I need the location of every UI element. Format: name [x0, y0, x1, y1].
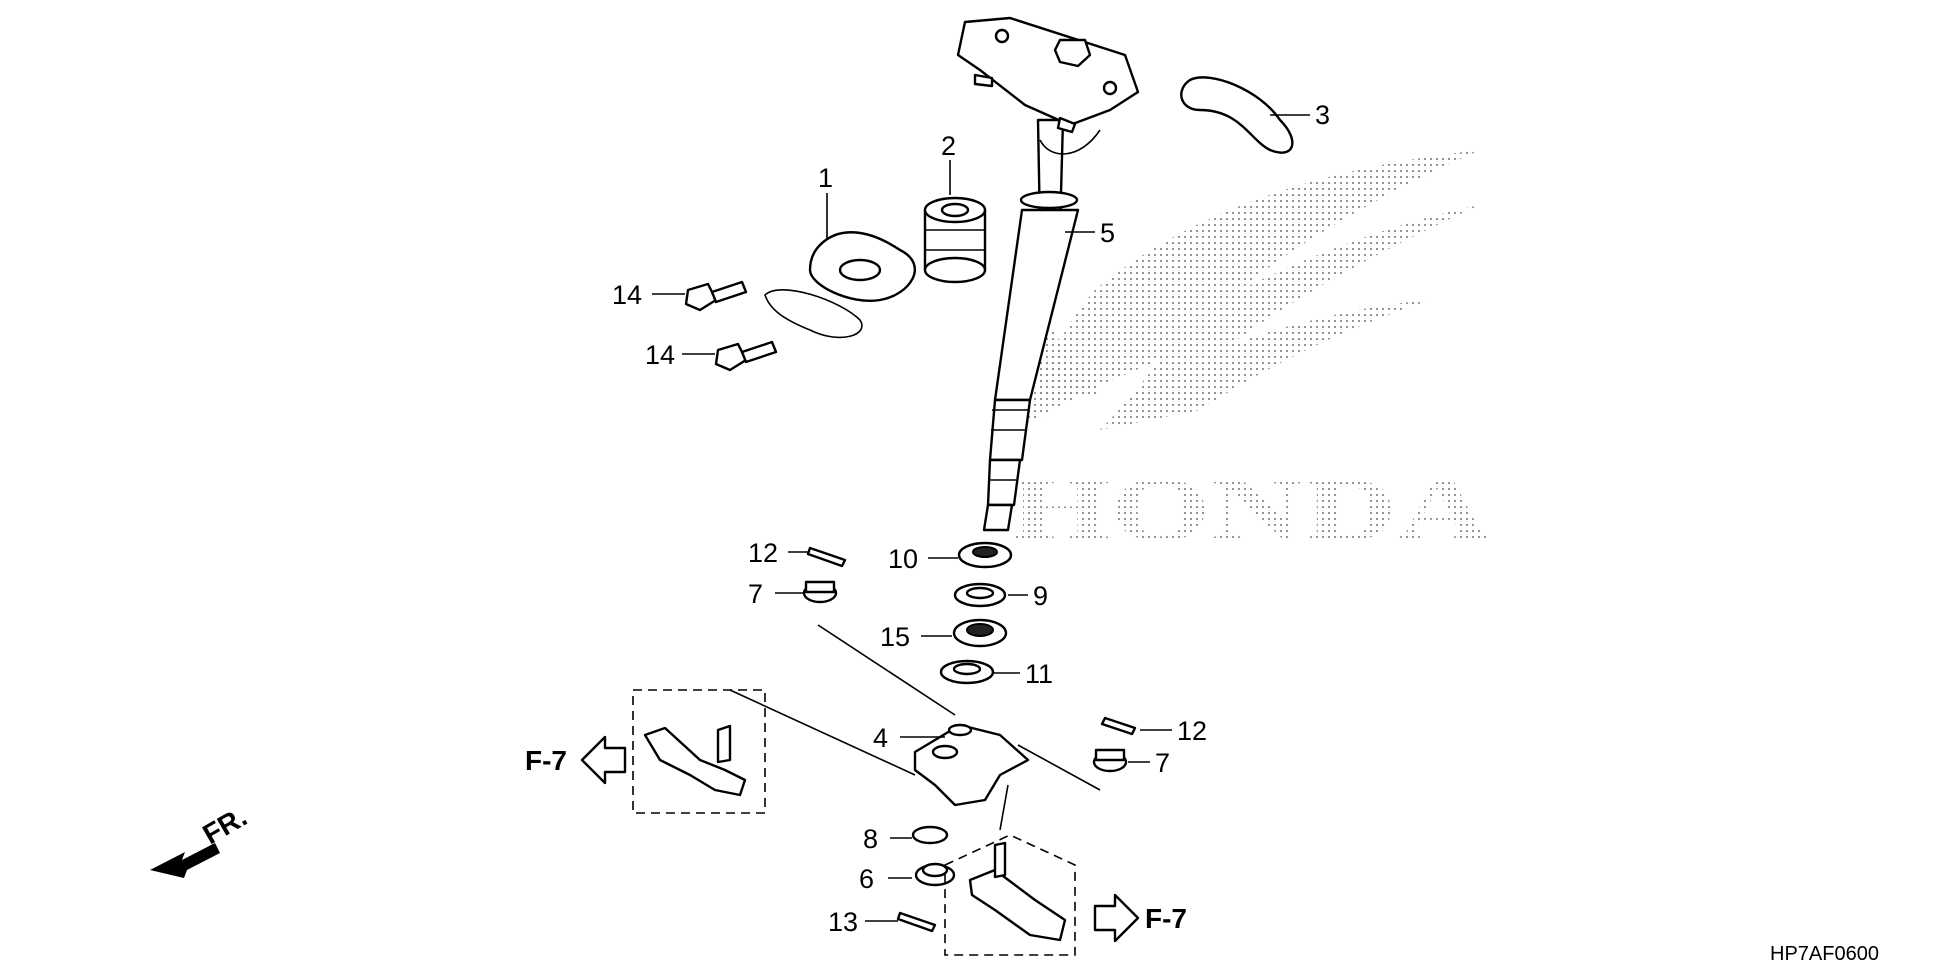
castle-nut — [802, 580, 838, 604]
assembly-lines — [729, 624, 1101, 831]
flange-nut — [914, 862, 956, 887]
callout-8: 8 — [863, 824, 878, 854]
tie-rod-end-left — [632, 689, 766, 814]
callout-12: 12 — [748, 538, 778, 568]
diagram-code: HP7AF0600 — [1770, 943, 1879, 965]
cotter-pin — [896, 911, 937, 933]
front-direction-arrow — [150, 843, 220, 878]
cotter-pin — [1100, 716, 1137, 736]
castle-nut — [1092, 748, 1128, 773]
callout-3: 3 — [1315, 100, 1330, 130]
callout-1: 1 — [818, 163, 833, 193]
callout-9: 9 — [1033, 581, 1048, 611]
dust-seal — [939, 659, 995, 685]
callout-12: 12 — [1177, 716, 1207, 746]
honda-wing-logo: HONDA — [1010, 150, 1490, 560]
shaft-holder — [764, 231, 917, 339]
tie-rod-end-right — [944, 834, 1076, 956]
callout-2: 2 — [941, 131, 956, 161]
reference-arrow-left — [580, 735, 627, 785]
callout-7: 7 — [748, 579, 763, 609]
flange-bolt — [684, 280, 748, 312]
steering-shaft — [982, 118, 1080, 532]
washer — [911, 825, 949, 845]
honda-logo-text: HONDA — [1010, 458, 1490, 560]
callout-13: 13 — [828, 907, 858, 937]
callout-5: 5 — [1100, 218, 1115, 248]
callout-6: 6 — [859, 864, 874, 894]
pitman-arm — [913, 723, 1030, 807]
callout-14: 14 — [645, 340, 675, 370]
callout-14: 14 — [612, 280, 642, 310]
callout-15: 15 — [880, 622, 910, 652]
bearing — [957, 541, 1013, 569]
bearing-lower — [952, 618, 1008, 648]
cotter-pin — [806, 546, 847, 568]
callout-7: 7 — [1155, 748, 1170, 778]
reference-label-left: F-7 — [525, 745, 567, 776]
shaft-holder-clamp — [1180, 76, 1294, 154]
flange-bolt — [714, 340, 778, 372]
front-marker-label: FR. — [198, 801, 253, 850]
callout-leaders — [652, 114, 1310, 922]
callout-11: 11 — [1025, 659, 1053, 689]
steering-top-plate — [956, 16, 1140, 155]
callout-4: 4 — [873, 723, 888, 753]
reference-label-right: F-7 — [1145, 903, 1187, 934]
callout-10: 10 — [888, 544, 918, 574]
oil-seal — [953, 582, 1007, 608]
steering-bushing — [923, 196, 987, 284]
reference-arrow-right — [1093, 893, 1140, 943]
